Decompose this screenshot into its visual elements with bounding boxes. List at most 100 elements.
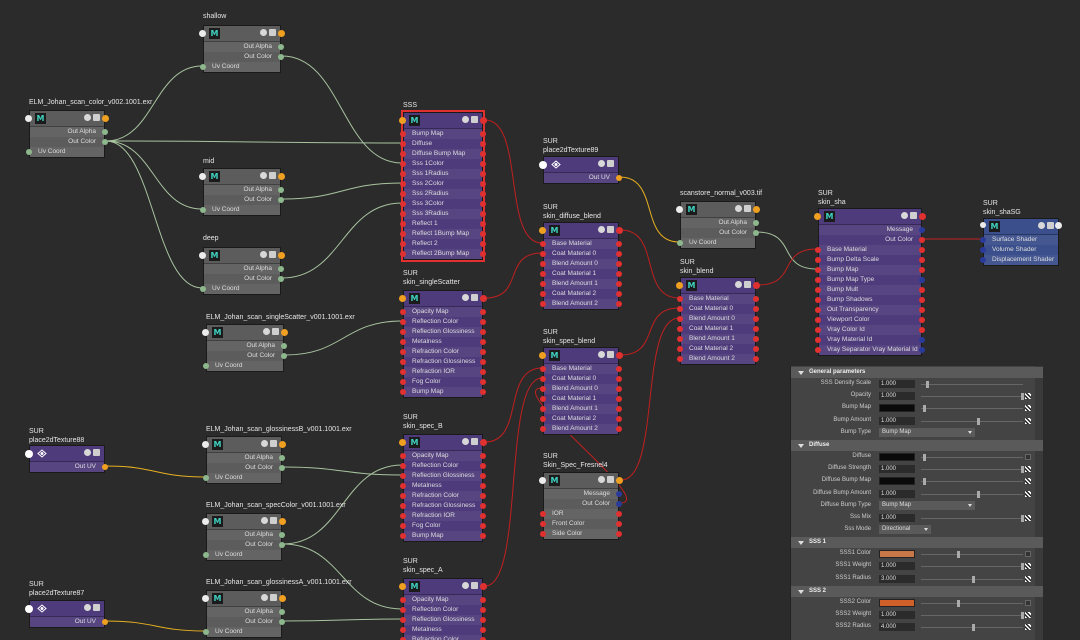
node-attribute-row[interactable]: Out Alpha [204, 42, 284, 52]
attribute-input-port[interactable] [200, 207, 206, 213]
attribute-output-port[interactable] [616, 511, 622, 517]
node-header-icons[interactable] [460, 438, 478, 445]
attribute-output-port[interactable] [616, 531, 622, 537]
attribute-output-port[interactable] [919, 317, 925, 323]
slider-handle[interactable] [977, 417, 981, 425]
attribute-input-port[interactable] [400, 181, 406, 187]
node-attribute-row[interactable]: Vray Material Id [815, 335, 925, 345]
node-input-port[interactable] [539, 477, 546, 484]
connection-wire[interactable] [105, 140, 203, 210]
slider-handle[interactable] [926, 381, 930, 388]
node-attribute-row[interactable]: Reflection Color [400, 317, 486, 327]
node-header[interactable]: M [25, 111, 109, 127]
node-attribute-row[interactable]: Front Color [540, 519, 622, 529]
node-attribute-row[interactable]: Volume Shader [980, 245, 1058, 255]
attribute-value-field[interactable]: 3.000 [879, 574, 915, 583]
attribute-output-port[interactable] [919, 307, 925, 313]
slider-handle[interactable] [1020, 612, 1024, 619]
attribute-list-icon[interactable] [471, 582, 478, 589]
attribute-input-port[interactable] [400, 201, 406, 207]
node-attribute-row[interactable]: Bump Mult [815, 285, 925, 295]
attribute-input-port[interactable] [400, 131, 406, 137]
node-input-port[interactable] [980, 222, 986, 228]
connection-wire[interactable] [757, 248, 818, 286]
node-attribute-row[interactable]: Uv Coord [677, 238, 755, 248]
attribute-input-port[interactable] [815, 337, 821, 343]
node-attribute-row[interactable]: Reflect 1 [400, 219, 486, 229]
connection-wire[interactable] [484, 367, 543, 443]
node-input-port[interactable] [202, 518, 209, 525]
attribute-output-port[interactable] [753, 296, 759, 302]
attribute-output-port[interactable] [616, 271, 622, 277]
attribute-output-port[interactable] [480, 597, 486, 603]
node-attribute-row[interactable]: Out Color [207, 463, 285, 473]
node-header[interactable]: M [980, 219, 1062, 235]
node-header-icons[interactable] [596, 476, 614, 483]
attribute-output-port[interactable] [480, 201, 486, 207]
attribute-section-header[interactable]: Diffuse [791, 439, 1043, 451]
map-button-icon[interactable] [1025, 599, 1031, 606]
attribute-input-port[interactable] [540, 396, 546, 402]
attribute-output-port[interactable] [616, 521, 622, 527]
attribute-slider[interactable] [921, 514, 1024, 522]
node-header-icons[interactable] [460, 116, 478, 123]
swatch-toggle-icon[interactable] [84, 604, 91, 611]
attribute-output-port[interactable] [281, 353, 287, 359]
attribute-output-port[interactable] [480, 151, 486, 157]
node-header-icons[interactable] [733, 281, 751, 288]
attribute-input-port[interactable] [815, 247, 821, 253]
node-header[interactable]: M [202, 325, 288, 341]
node-output-port[interactable] [480, 583, 487, 590]
attribute-input-port[interactable] [400, 161, 406, 167]
attribute-output-port[interactable] [753, 230, 759, 236]
node-attribute-row[interactable]: Reflection Color [400, 605, 486, 615]
node-input-port[interactable] [25, 115, 32, 122]
attribute-output-port[interactable] [919, 287, 925, 293]
attribute-input-port[interactable] [815, 287, 821, 293]
attribute-value-field[interactable]: 4.000 [879, 623, 915, 632]
connection-wire[interactable] [282, 464, 403, 545]
map-button-icon[interactable] [1025, 575, 1031, 582]
node-attribute-row[interactable]: Opacity Map [400, 451, 486, 461]
node-attribute-row[interactable]: Refraction Color [400, 635, 486, 640]
attribute-output-port[interactable] [616, 501, 622, 507]
connection-wire[interactable] [282, 543, 403, 610]
attribute-value-field[interactable]: 1.000 [879, 489, 915, 498]
attribute-dropdown[interactable]: Bump Map [879, 427, 975, 437]
node-attribute-row[interactable]: Out Color [204, 274, 284, 284]
attribute-input-port[interactable] [540, 241, 546, 247]
node-attribute-row[interactable]: Blend Amount 2 [540, 299, 622, 309]
attribute-input-port[interactable] [203, 363, 209, 369]
attribute-output-port[interactable] [480, 231, 486, 237]
node-attribute-row[interactable]: Refraction IOR [400, 367, 486, 377]
attribute-input-port[interactable] [200, 64, 206, 70]
attribute-output-port[interactable] [919, 267, 925, 273]
node-header-icons[interactable] [261, 328, 279, 335]
attribute-output-port[interactable] [102, 129, 108, 135]
node-attribute-row[interactable]: Refraction IOR [400, 511, 486, 521]
node-input-port[interactable] [199, 30, 206, 37]
attribute-list-icon[interactable] [471, 116, 478, 123]
attribute-input-port[interactable] [400, 319, 406, 325]
node-attribute-row[interactable]: Bump Map [400, 129, 486, 139]
attribute-output-port[interactable] [278, 187, 284, 193]
node-output-port[interactable] [616, 227, 623, 234]
node-output-port[interactable] [1055, 222, 1062, 229]
attribute-output-port[interactable] [616, 426, 622, 432]
attribute-output-port[interactable] [278, 266, 284, 272]
attribute-input-port[interactable] [400, 453, 406, 459]
attribute-output-port[interactable] [480, 131, 486, 137]
node-output-port[interactable] [102, 115, 109, 122]
node-header[interactable]: M [399, 435, 487, 451]
attribute-output-port[interactable] [480, 483, 486, 489]
swatch-toggle-icon[interactable] [598, 351, 605, 358]
attribute-output-port[interactable] [616, 366, 622, 372]
attribute-value-field[interactable]: 1.000 [879, 416, 915, 425]
node-header[interactable]: M [539, 348, 623, 364]
node-attribute-row[interactable]: Blend Amount 0 [540, 384, 622, 394]
node-attribute-row[interactable]: Reflection Glossiness [400, 471, 486, 481]
